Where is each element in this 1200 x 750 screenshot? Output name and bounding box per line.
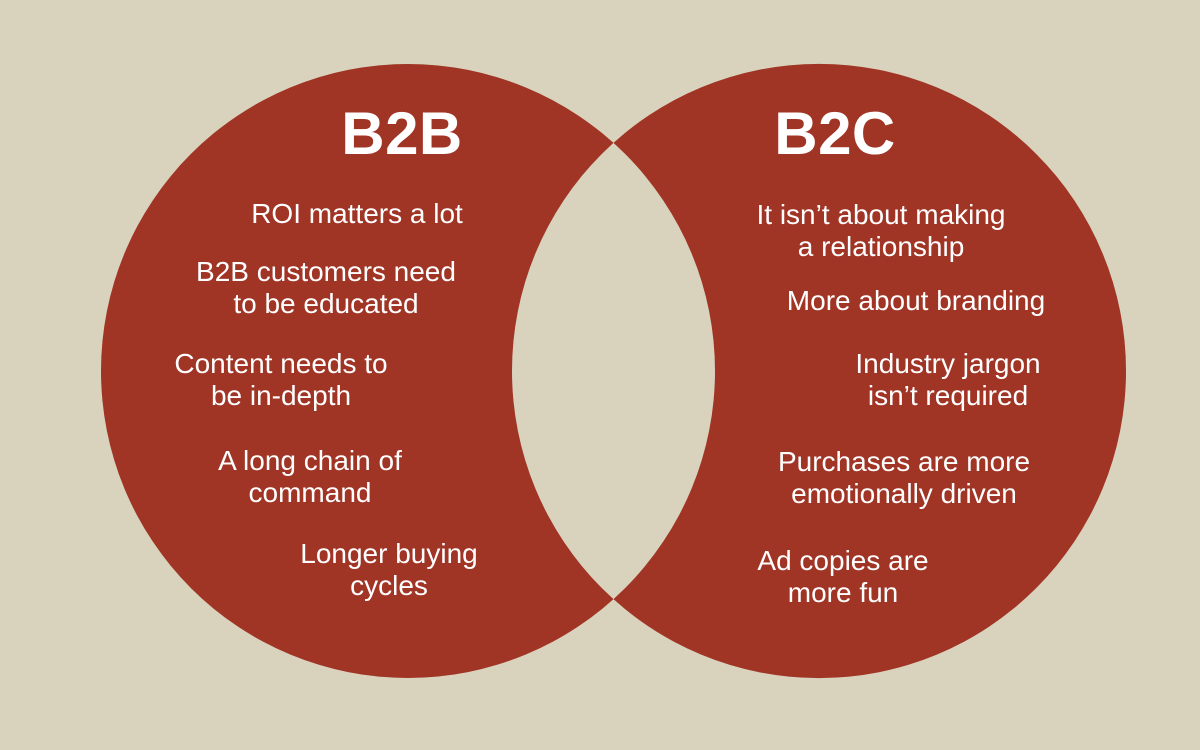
b2b-item-content: Content needs to be in-depth xyxy=(174,348,388,411)
b2c-item-ad-copies: Ad copies are more fun xyxy=(757,545,929,608)
b2c-item-jargon: Industry jargon isn’t required xyxy=(855,348,1041,411)
b2b-item-chain-of-command: A long chain of command xyxy=(218,445,402,508)
b2c-item-emotional-purchases: Purchases are more emotionally driven xyxy=(777,446,1031,509)
b2b-item-educated: B2B customers need to be educated xyxy=(196,256,456,319)
b2b-item-buying-cycles: Longer buying cycles xyxy=(300,538,478,601)
b2c-item-branding: More about branding xyxy=(786,285,1046,316)
b2c-title: B2C xyxy=(774,100,896,167)
b2b-item-roi: ROI matters a lot xyxy=(251,198,463,229)
b2b-title: B2B xyxy=(341,100,463,167)
venn-circles-shape xyxy=(101,63,1126,679)
b2c-item-relationship: It isn’t about making a relationship xyxy=(756,199,1006,262)
